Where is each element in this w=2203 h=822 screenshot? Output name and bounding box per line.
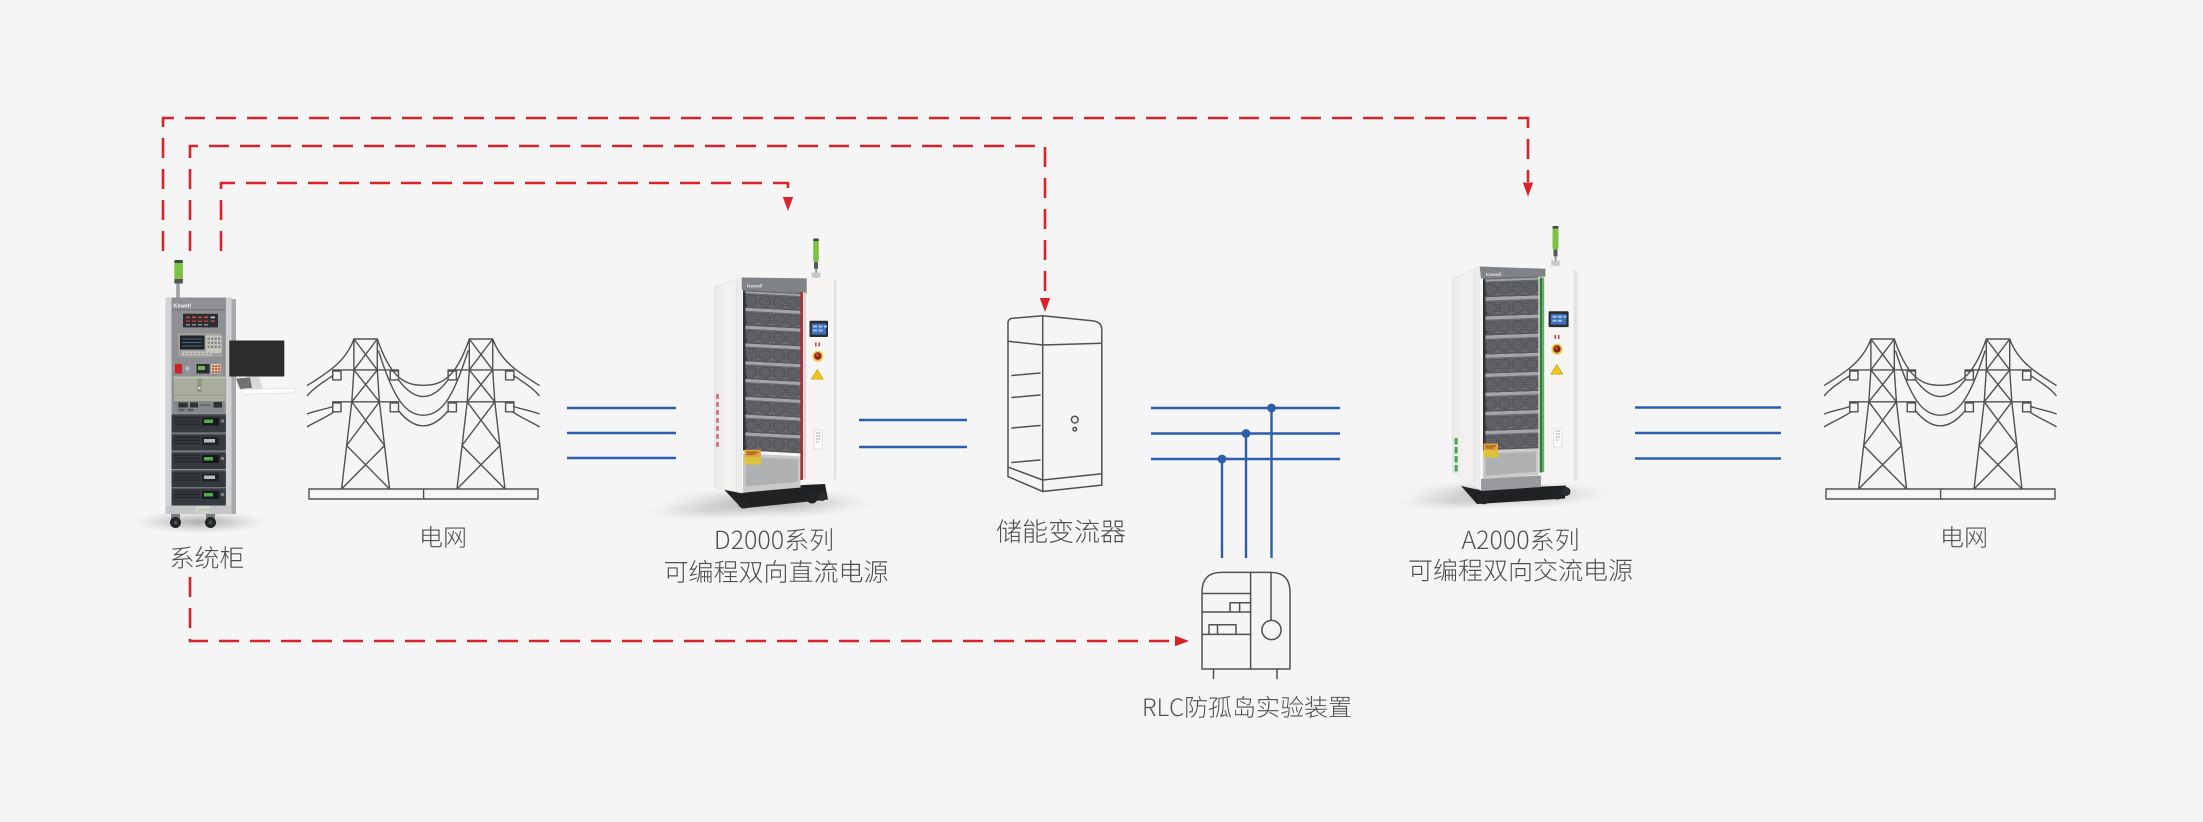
svg-text:Kewell: Kewell <box>174 304 192 310</box>
svg-text:Kewell: Kewell <box>747 284 762 290</box>
svg-text:D2000: D2000 <box>198 508 212 513</box>
svg-text:Kewell: Kewell <box>1486 272 1501 278</box>
